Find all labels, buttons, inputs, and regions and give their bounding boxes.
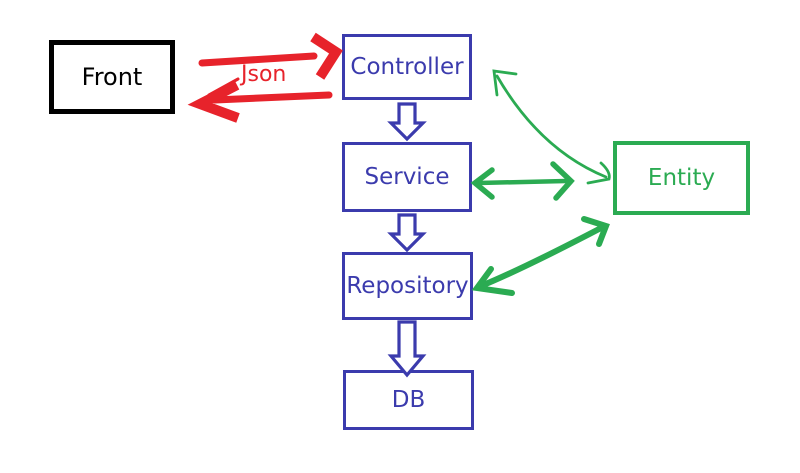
arrow-head-left-icon — [470, 167, 495, 200]
node-front-label: Front — [81, 63, 143, 91]
arrow-head-upright-icon — [581, 216, 610, 247]
block-arrow-repository-to-db — [387, 320, 427, 378]
node-db: DB — [343, 370, 474, 430]
arrow-tail-hook — [207, 77, 240, 97]
arrow-head-left-icon — [187, 80, 240, 123]
block-arrow-controller-to-service — [387, 102, 427, 142]
node-entity-label: Entity — [647, 164, 716, 191]
green-arrow-service-entity — [470, 161, 575, 201]
node-front: Front — [49, 40, 175, 114]
arrow-shaft — [475, 178, 569, 186]
node-db-label: DB — [391, 386, 426, 413]
node-service-label: Service — [364, 163, 450, 190]
block-arrow-service-to-repository — [387, 213, 427, 253]
arrow-head-right-icon — [310, 32, 343, 80]
node-controller-label: Controller — [350, 53, 464, 80]
green-arrow-repository-entity — [471, 216, 610, 296]
arrow-shaft — [478, 225, 604, 289]
node-repository-label: Repository — [346, 272, 469, 299]
green-arrow-controller-entity — [492, 69, 611, 185]
arrow-curve — [495, 74, 608, 179]
arrow-head-right-icon — [586, 161, 611, 185]
arrow-head-upleft-icon — [492, 69, 518, 97]
node-controller: Controller — [342, 34, 472, 100]
arrow-head-downleft-icon — [471, 266, 515, 296]
node-entity: Entity — [613, 141, 750, 215]
edge-label-json: Json — [241, 62, 287, 87]
node-service: Service — [342, 142, 472, 212]
node-repository: Repository — [342, 252, 473, 320]
arrow-head-right-icon — [550, 161, 575, 201]
arrow-shaft — [211, 91, 333, 104]
